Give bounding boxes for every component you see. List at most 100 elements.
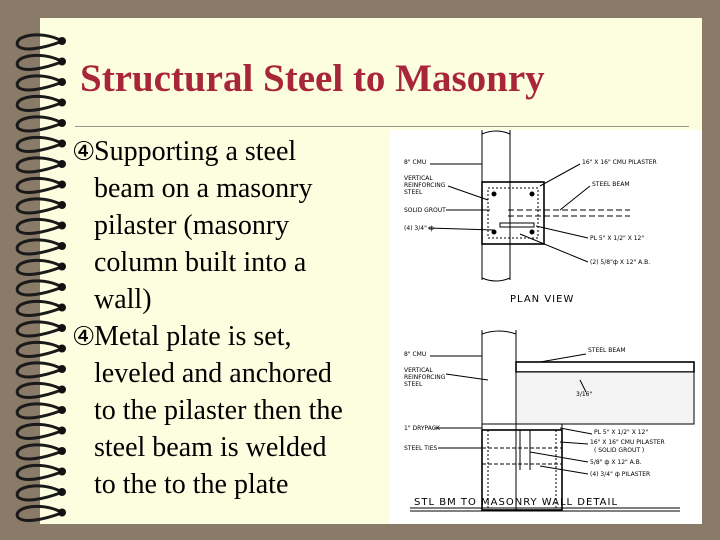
label: (2) 5/8"ф X 12" A.B. — [590, 259, 650, 266]
spiral-ring — [15, 176, 61, 194]
spiral-hole — [58, 98, 66, 107]
spiral-hole — [58, 78, 66, 86]
title-divider — [75, 126, 689, 127]
bullet-line: steel beam is welded — [94, 432, 327, 463]
spiral-hole — [58, 221, 66, 230]
detail-view-label: STL BM TO MASONRY WALL DETAIL — [414, 497, 618, 508]
spiral-hole — [58, 385, 66, 394]
spiral-hole — [58, 303, 66, 312]
bullet-line: column built into a — [94, 247, 307, 278]
label: STEEL — [404, 381, 423, 388]
bullet-4-icon: ④ — [72, 137, 96, 167]
label: 1" DRYPACK — [404, 425, 441, 432]
bullet-line: leveled and anchored — [94, 358, 332, 389]
spiral-hole — [58, 139, 66, 148]
spiral-ring — [15, 258, 61, 276]
bullet-line: wall) — [94, 284, 152, 315]
spiral-ring — [15, 340, 61, 358]
spiral-ring — [15, 74, 61, 92]
label: PL 5" X 1/2" X 12" — [590, 235, 644, 242]
spiral-ring — [15, 33, 61, 51]
spiral-hole — [58, 283, 66, 291]
slide-title: Structural Steel to Masonry — [80, 57, 545, 100]
plan-right-labels: 16" X 16" CMU PILASTER STEEL BEAM PL 5" … — [582, 159, 657, 266]
bullet-line: pilaster (masonry — [94, 210, 290, 241]
spiral-hole — [58, 262, 66, 271]
bullet-item: ④ Metal plate is set, leveled and anchor… — [72, 318, 402, 503]
plan-view — [427, 130, 630, 282]
spiral-ring — [15, 463, 61, 481]
underline — [410, 507, 680, 512]
label: ( SOLID GROUT ) — [594, 447, 644, 454]
spiral-hole — [58, 344, 66, 353]
plan-left-labels: 8" CMU VERTICAL REINFORCING STEEL SOLID … — [404, 159, 446, 232]
spiral-ring — [15, 135, 61, 153]
spiral-ring — [15, 320, 61, 338]
spiral-ring — [15, 94, 61, 112]
bullet-line: Metal plate is set, — [94, 321, 292, 352]
spiral-hole — [58, 406, 66, 414]
masonry-detail-drawing: 8" CMU VERTICAL REINFORCING STEEL SOLID … — [390, 130, 702, 524]
detail-right-labels: STEEL BEAM 3/16" PL 5" X 1/2" X 12" 16" … — [576, 347, 665, 478]
label: 8" CMU — [404, 351, 426, 358]
spiral-ring — [15, 443, 61, 461]
spiral-ring — [15, 402, 61, 420]
bullet-line: to the pilaster then the — [94, 395, 343, 426]
spiral-ring — [15, 115, 61, 133]
label: VERTICAL — [404, 367, 433, 374]
label: 5/8" ф X 12" A.B. — [590, 459, 642, 466]
spiral-binding-icon — [15, 33, 66, 522]
spiral-ring — [15, 279, 61, 297]
bullet-line: beam on a masonry — [94, 173, 313, 204]
label: 8" CMU — [404, 159, 426, 166]
spiral-hole — [58, 426, 66, 435]
spiral-hole — [58, 57, 66, 66]
spiral-ring — [15, 197, 61, 215]
label: 16" X 16" CMU PILASTER — [590, 439, 665, 446]
label: STEEL — [404, 189, 423, 196]
spiral-ring — [15, 53, 61, 71]
bullet-list: ④ Supporting a steel beam on a masonry p… — [72, 133, 402, 503]
spiral-ring — [15, 381, 61, 399]
plan-view-label: PLAN VIEW — [510, 294, 574, 305]
label: 16" X 16" CMU PILASTER — [582, 159, 657, 166]
spiral-ring — [15, 361, 61, 379]
spiral-hole — [58, 447, 66, 455]
spiral-ring — [15, 484, 61, 502]
spiral-ring — [15, 238, 61, 256]
label: (4) 3/4" ф — [404, 225, 434, 232]
spiral-ring — [15, 504, 61, 522]
wall-detail — [430, 330, 695, 511]
spiral-hole — [58, 242, 66, 250]
label: STEEL TIES — [404, 445, 438, 452]
spiral-ring — [15, 422, 61, 440]
spiral-hole — [58, 365, 66, 373]
spiral-ring — [15, 156, 61, 174]
spiral-hole — [58, 160, 66, 168]
label: REINFORCING — [404, 182, 446, 189]
spiral-hole — [58, 324, 66, 332]
spiral-hole — [58, 180, 66, 189]
bullet-item: ④ Supporting a steel beam on a masonry p… — [72, 133, 402, 318]
bullet-line: Supporting a steel — [94, 136, 297, 167]
spiral-hole — [58, 119, 66, 127]
label: REINFORCING — [404, 374, 446, 381]
spiral-hole — [58, 488, 66, 496]
bullet-line: to the to the plate — [94, 469, 289, 500]
detail-left-labels: 8" CMU VERTICAL REINFORCING STEEL 1" DRY… — [404, 351, 446, 452]
spiral-hole — [58, 467, 66, 476]
label: STEEL BEAM — [592, 181, 630, 188]
label: STEEL BEAM — [588, 347, 626, 354]
spiral-hole — [58, 37, 66, 45]
label: (4) 3/4" ф PILASTER — [590, 471, 650, 478]
label: VERTICAL — [404, 175, 433, 182]
label: PL 5" X 1/2" X 12" — [594, 429, 648, 436]
spiral-hole — [58, 508, 66, 517]
bullet-4-icon: ④ — [72, 322, 96, 352]
spiral-ring — [15, 299, 61, 317]
label: 3/16" — [576, 391, 592, 398]
spiral-ring — [15, 217, 61, 235]
spiral-hole — [58, 201, 66, 209]
label: SOLID GROUT — [404, 207, 446, 214]
